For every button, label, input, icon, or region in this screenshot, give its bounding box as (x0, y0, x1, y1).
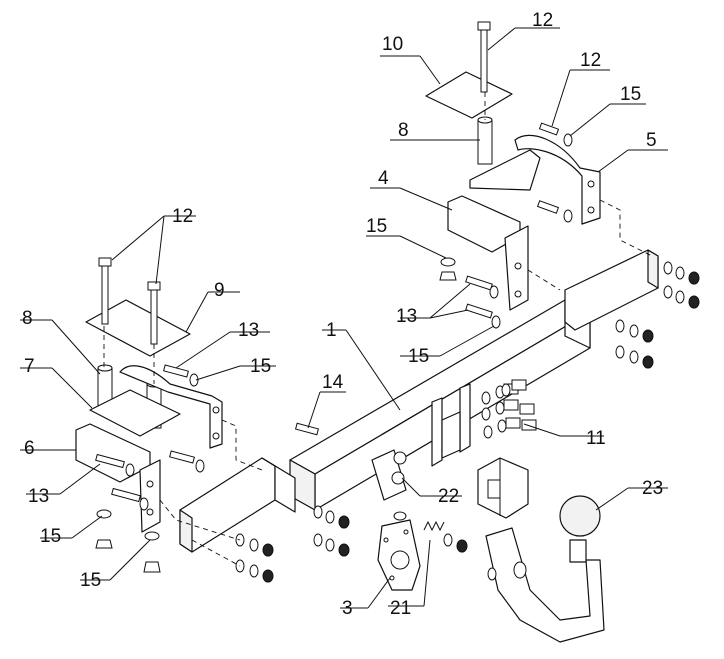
callout-13-left-top: 13 (238, 320, 259, 341)
spring-part-21 (393, 511, 468, 553)
callout-15-mid: 15 (366, 216, 387, 237)
callout-12-left: 12 (172, 206, 193, 227)
bracket-part-5 (469, 134, 601, 225)
callout-6: 6 (24, 438, 35, 459)
callout-13-left: 13 (28, 486, 49, 507)
leader-lines (20, 27, 668, 609)
callout-21: 21 (390, 598, 411, 619)
callout-9: 9 (214, 280, 225, 301)
bracket-part-4 (447, 195, 529, 311)
bracket-part-6 (75, 423, 161, 533)
callout-7: 7 (24, 356, 35, 377)
callout-labels: 12 10 12 15 8 5 4 15 13 15 12 9 13 15 8 … (22, 10, 663, 619)
callout-3: 3 (342, 598, 353, 619)
clamp-block (477, 457, 529, 519)
fasteners (95, 122, 700, 583)
callout-8-upper: 8 (398, 120, 409, 141)
callout-15-top: 15 (620, 84, 641, 105)
callout-15-bottom: 15 (80, 570, 101, 591)
callout-14: 14 (322, 372, 344, 393)
center-plates (431, 383, 471, 467)
callout-11: 11 (586, 428, 606, 449)
callout-23: 23 (642, 478, 663, 499)
callout-4: 4 (378, 168, 389, 189)
spacer-part-8-upper (477, 116, 493, 165)
socket-plate-part-3 (377, 519, 421, 591)
callout-15-left: 15 (40, 526, 61, 547)
callout-15-low: 15 (408, 346, 429, 367)
assembly-guide-lines (103, 92, 653, 567)
callout-1: 1 (326, 320, 337, 341)
callout-22: 22 (438, 486, 459, 507)
socket-bracket-part-22 (371, 449, 407, 501)
bracket-part-7 (89, 365, 223, 449)
callout-15-left-top: 15 (250, 356, 271, 377)
callout-12-top: 12 (532, 10, 553, 31)
plate-part-10 (425, 21, 513, 119)
plate-part-9 (85, 257, 191, 357)
callout-8-left: 8 (22, 308, 33, 329)
towball-part-23 (485, 495, 605, 643)
callout-13-mid: 13 (396, 306, 417, 327)
callout-5: 5 (646, 130, 657, 151)
callout-10: 10 (382, 34, 403, 55)
callout-12-right: 12 (580, 50, 601, 71)
right-mount-plate (564, 249, 659, 331)
